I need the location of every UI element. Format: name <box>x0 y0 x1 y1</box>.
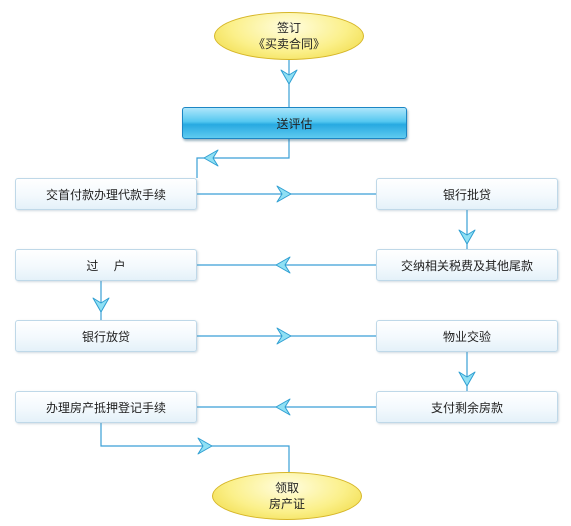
arrow-down-icon <box>458 229 476 245</box>
start-oval: 签订 《买卖合同》 <box>214 12 364 60</box>
mortgage-registration-box: 办理房产抵押登记手续 <box>15 391 197 423</box>
bank-approval-label: 银行批贷 <box>442 187 491 202</box>
down-payment-box: 交首付款办理代款手续 <box>15 178 197 210</box>
property-handover-box: 物业交验 <box>376 320 558 352</box>
end-oval: 领取 房产证 <box>212 472 362 520</box>
arrow-left-icon <box>275 256 291 274</box>
arrow-down-icon <box>92 297 110 313</box>
arrow-right-icon <box>276 185 292 203</box>
transfer-box: 过 户 <box>15 249 197 281</box>
mortgage-registration-label: 办理房产抵押登记手续 <box>45 400 166 415</box>
end-label-line2: 房产证 <box>268 497 305 511</box>
arrow-right-icon <box>276 327 292 345</box>
start-label-line1: 签订 <box>276 21 301 35</box>
end-label-line1: 领取 <box>274 481 299 495</box>
bank-approval-box: 银行批贷 <box>376 178 558 210</box>
connector-valuation-to-down-payment <box>196 139 290 178</box>
pay-taxes-label: 交纳相关税费及其他尾款 <box>400 258 533 273</box>
arrow-right-icon <box>197 437 213 455</box>
start-label-line2: 《买卖合同》 <box>252 37 325 51</box>
arrow-down-icon <box>458 371 476 387</box>
arrow-down-icon <box>280 69 298 85</box>
valuation-box: 送评估 <box>182 107 407 139</box>
bank-loan-label: 银行放贷 <box>81 329 130 344</box>
arrow-left-icon <box>203 149 219 167</box>
arrow-left-icon <box>275 398 291 416</box>
transfer-label: 过 户 <box>86 258 126 273</box>
pay-balance-label: 支付剩余房款 <box>430 400 503 415</box>
pay-taxes-box: 交纳相关税费及其他尾款 <box>376 249 558 281</box>
connector-mortgage-registration-to-end <box>100 423 290 472</box>
down-payment-label: 交首付款办理代款手续 <box>45 187 166 202</box>
bank-loan-box: 银行放贷 <box>15 320 197 352</box>
valuation-label: 送评估 <box>276 116 313 131</box>
property-handover-label: 物业交验 <box>442 329 491 344</box>
pay-balance-box: 支付剩余房款 <box>376 391 558 423</box>
